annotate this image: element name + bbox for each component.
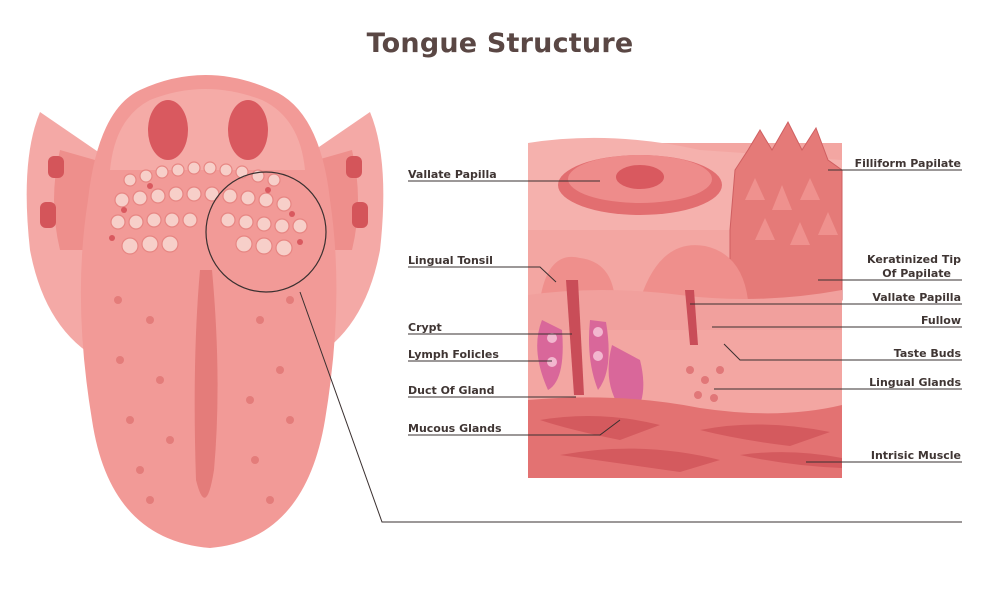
label-duct-of-gland: Duct Of Gland xyxy=(408,384,495,397)
label-fullow: Fullow xyxy=(920,314,961,327)
label-intrisic-muscle: Intrisic Muscle xyxy=(870,449,961,462)
label-lingual-glands: Lingual Glands xyxy=(869,376,961,389)
label-mucous-glands: Mucous Glands xyxy=(408,422,502,435)
label-keratinized-tip-line1: Keratinized Tip xyxy=(867,253,961,266)
label-vallate-papilla-right: Vallate Papilla xyxy=(872,291,961,304)
diagram-title: Tongue Structure xyxy=(366,28,634,59)
label-crypt: Crypt xyxy=(408,321,442,334)
tongue-surface-view xyxy=(26,75,962,548)
label-keratinized-tip-line2: Of Papilate xyxy=(882,267,951,280)
label-vallate-papilla-left: Vallate Papilla xyxy=(408,168,497,181)
label-filliform-papilate: Filliform Papilate xyxy=(854,157,961,170)
label-lingual-tonsil: Lingual Tonsil xyxy=(408,254,493,267)
tongue-cross-section xyxy=(528,120,843,478)
label-lymph-folicles: Lymph Folicles xyxy=(408,348,499,361)
leader-lines xyxy=(408,169,962,463)
label-taste-buds: Taste Buds xyxy=(893,347,961,360)
